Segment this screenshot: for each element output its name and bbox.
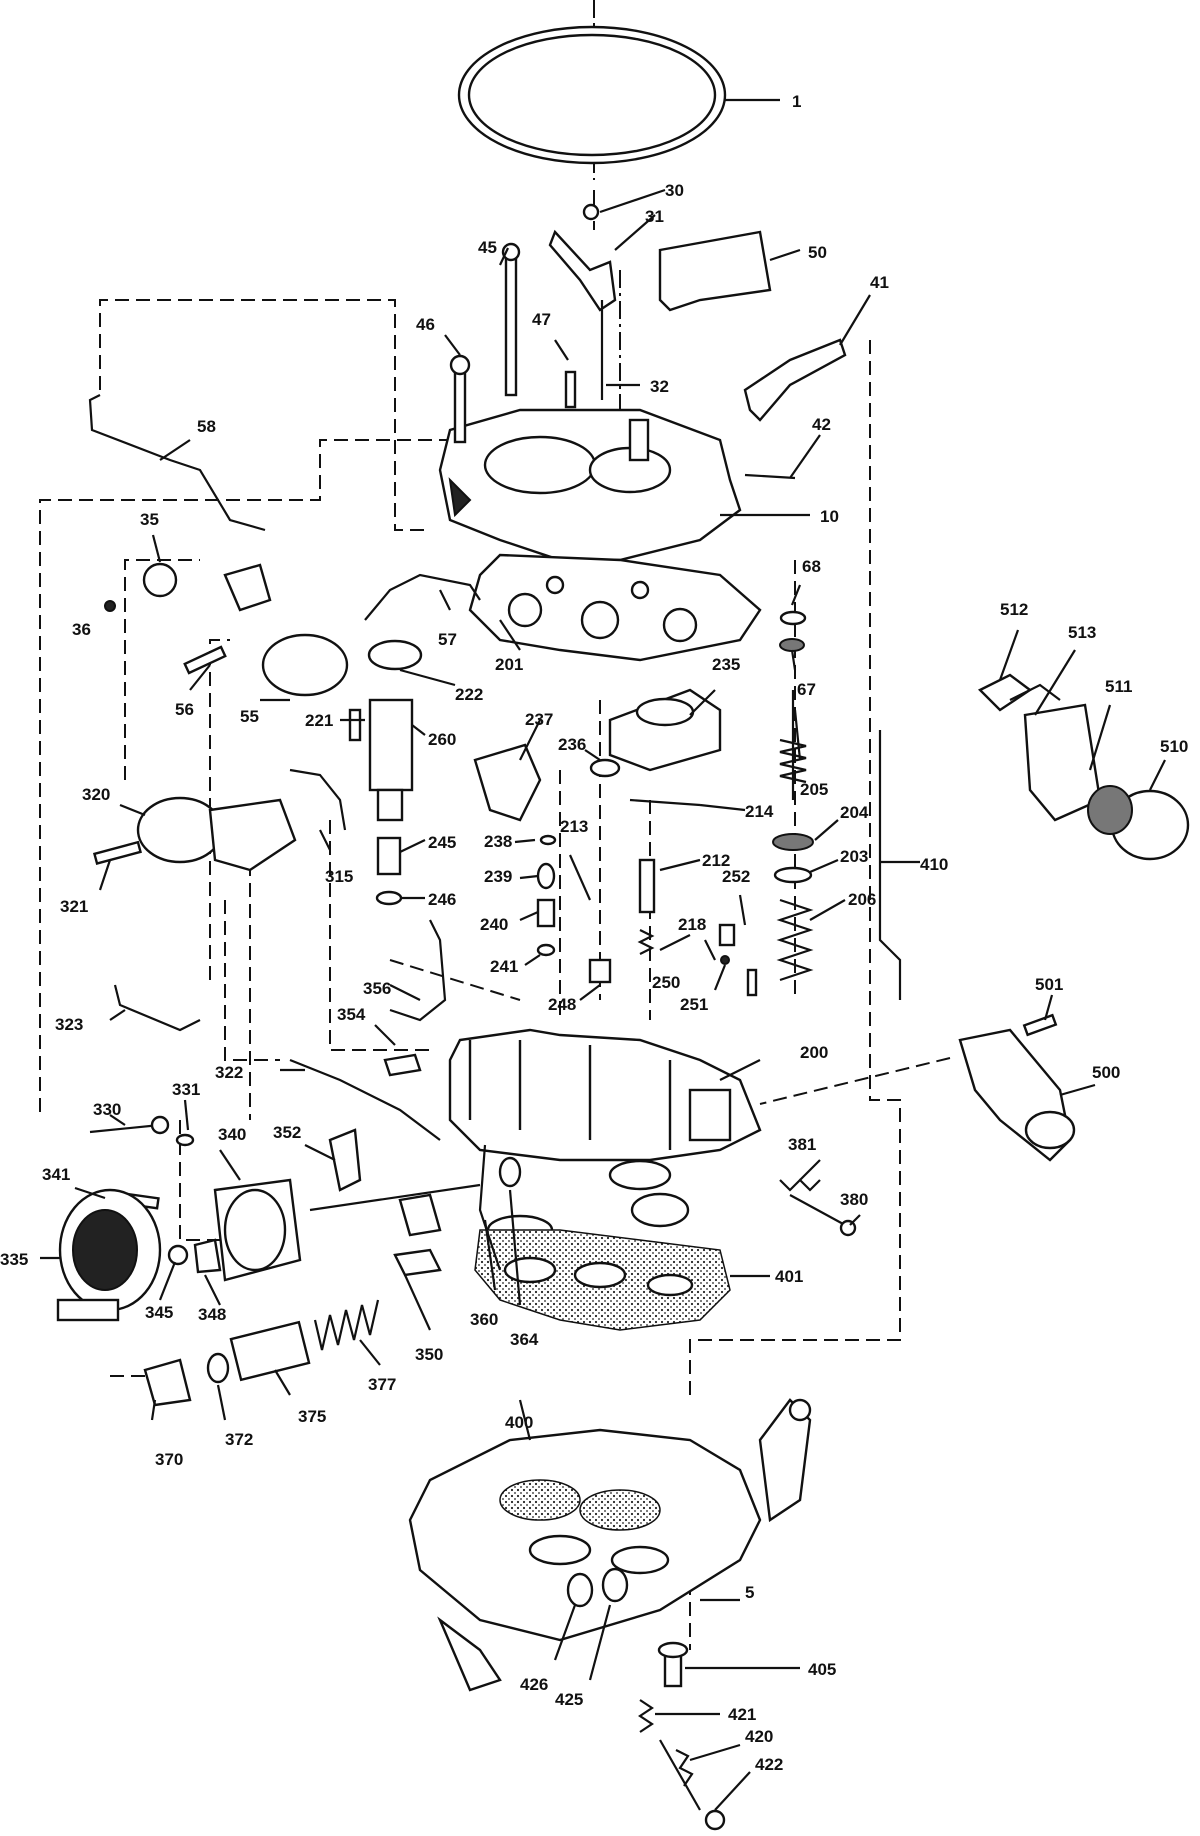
label-250: 250 [652,973,680,992]
label-57: 57 [438,630,457,649]
label-348: 348 [198,1305,226,1324]
label-370: 370 [155,1450,183,1469]
label-45: 45 [478,238,497,257]
label-218: 218 [678,915,706,934]
label-512: 512 [1000,600,1028,619]
label-47: 47 [532,310,551,329]
label-380: 380 [840,1190,868,1209]
label-50: 50 [808,243,827,262]
label-56: 56 [175,700,194,719]
label-426: 426 [520,1675,548,1694]
label-322: 322 [215,1063,243,1082]
label-213: 213 [560,817,588,836]
label-252: 252 [722,867,750,886]
label-236: 236 [558,735,586,754]
label-201: 201 [495,655,523,674]
label-237: 237 [525,710,553,729]
label-350: 350 [415,1345,443,1364]
minor-parts [56,203,1190,1831]
label-420: 420 [745,1727,773,1746]
label-425: 425 [555,1690,583,1709]
gasket-ring-part [457,25,727,165]
label-42: 42 [812,415,831,434]
label-30: 30 [665,181,684,200]
label-315: 315 [325,867,353,886]
label-10: 10 [820,507,839,526]
label-354: 354 [337,1005,366,1024]
label-5: 5 [745,1583,754,1602]
label-511: 511 [1105,677,1132,696]
label-364: 364 [510,1330,539,1349]
label-214: 214 [745,802,774,821]
label-335: 335 [0,1250,28,1269]
label-345: 345 [145,1303,173,1322]
label-410: 410 [920,855,948,874]
label-340: 340 [218,1125,246,1144]
label-200: 200 [800,1043,828,1062]
label-221: 221 [305,711,333,730]
label-352: 352 [273,1123,301,1142]
label-55: 55 [240,707,259,726]
label-204: 204 [840,803,869,822]
label-251: 251 [680,995,708,1014]
label-205: 205 [800,780,828,799]
label-377: 377 [368,1375,396,1394]
label-260: 260 [428,730,456,749]
label-36: 36 [72,620,91,639]
label-323: 323 [55,1015,83,1034]
label-222: 222 [455,685,483,704]
label-500: 500 [1092,1063,1120,1082]
label-400: 400 [505,1413,533,1432]
label-372: 372 [225,1430,253,1449]
label-1: 1 [792,92,801,111]
label-67: 67 [797,680,816,699]
float-bowl-body-part [448,1028,762,1246]
label-35: 35 [140,510,159,529]
label-356: 356 [363,979,391,998]
label-320: 320 [82,785,110,804]
label-241: 241 [490,957,518,976]
label-32: 32 [650,377,669,396]
label-401: 401 [775,1267,803,1286]
throttle-body-part [408,1398,812,1692]
label-239: 239 [484,867,512,886]
label-31: 31 [645,207,664,226]
label-235: 235 [712,655,740,674]
air-horn-part [438,408,742,562]
label-513: 513 [1068,623,1096,642]
label-331: 331 [172,1080,200,1099]
label-510: 510 [1160,737,1188,756]
label-421: 421 [728,1705,756,1724]
air-horn-gasket-part [468,553,762,662]
label-321: 321 [60,897,88,916]
label-203: 203 [840,847,868,866]
label-58: 58 [197,417,216,436]
throttle-body-gasket-part [474,1229,731,1331]
label-41: 41 [870,273,889,292]
part-number-labels: 1 30 31 50 45 41 46 47 32 58 42 10 35 68… [0,92,1188,1774]
label-341: 341 [42,1165,70,1184]
label-405: 405 [808,1660,836,1679]
label-422: 422 [755,1755,783,1774]
label-240: 240 [480,915,508,934]
label-245: 245 [428,833,456,852]
label-46: 46 [416,315,435,334]
label-206: 206 [848,890,876,909]
label-68: 68 [802,557,821,576]
label-381: 381 [788,1135,816,1154]
leader-lines [40,98,1166,1811]
label-248: 248 [548,995,576,1014]
label-330: 330 [93,1100,121,1119]
label-246: 246 [428,890,456,909]
label-501: 501 [1035,975,1063,994]
label-375: 375 [298,1407,326,1426]
label-360: 360 [470,1310,498,1329]
label-212: 212 [702,851,730,870]
label-238: 238 [484,832,512,851]
